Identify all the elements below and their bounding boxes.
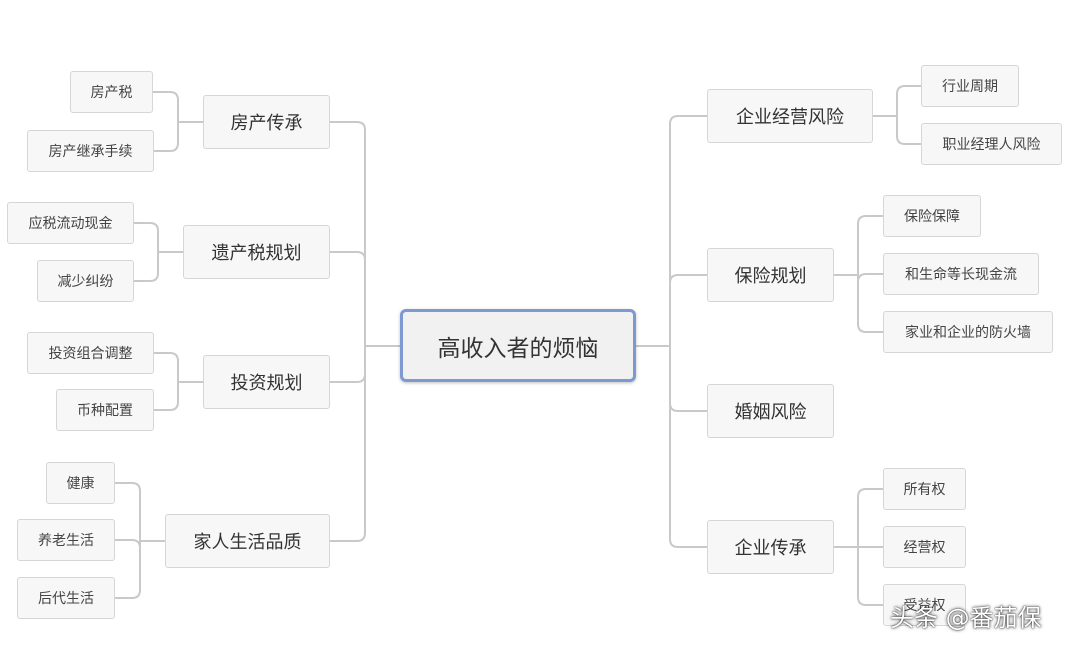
branch-label: 保险规划: [734, 266, 807, 287]
leaf-management-right[interactable]: 经营权: [883, 526, 966, 568]
leaf-label: 房产税: [90, 85, 133, 101]
leaf-ownership[interactable]: 所有权: [883, 468, 966, 510]
leaf-retirement-life[interactable]: 养老生活: [17, 519, 115, 561]
leaf-label: 减少纠纷: [57, 274, 114, 290]
leaf-label: 投资组合调整: [48, 346, 133, 362]
leaf-health[interactable]: 健康: [46, 462, 115, 504]
leaf-label: 受益权: [903, 598, 946, 614]
root-right-link: [669, 115, 707, 346]
root-left-link: [330, 346, 366, 383]
root-topic-label: 高收入者的烦恼: [437, 335, 599, 362]
biz-risk-leaves-link: [896, 116, 921, 145]
branch-business-operation-risk[interactable]: 企业经营风险: [707, 89, 873, 143]
branch-label: 遗产税规划: [211, 243, 302, 264]
invest-leaves-link: [154, 382, 179, 411]
root-left-link: [330, 121, 366, 346]
root-right-link: [669, 274, 707, 346]
branch-business-succession[interactable]: 企业传承: [707, 520, 834, 574]
leaf-label: 健康: [66, 476, 95, 492]
leaf-currency-allocation[interactable]: 币种配置: [56, 389, 154, 431]
root-topic[interactable]: 高收入者的烦恼: [400, 309, 636, 382]
leaf-label: 所有权: [903, 482, 946, 498]
invest-leaves-link: [154, 352, 179, 382]
branch-property-inheritance[interactable]: 房产传承: [203, 95, 330, 149]
estate-leaves-link: [134, 222, 159, 252]
leaf-portfolio-adjustment[interactable]: 投资组合调整: [27, 332, 154, 374]
leaf-descendants-life[interactable]: 后代生活: [17, 577, 115, 619]
leaf-label: 应税流动现金: [28, 216, 113, 232]
estate-leaves-link: [134, 252, 159, 282]
succession-leaves-link: [857, 547, 883, 606]
leaf-taxable-liquid-cash[interactable]: 应税流动现金: [7, 202, 134, 244]
leaf-family-business-firewall[interactable]: 家业和企业的防火墙: [883, 311, 1053, 353]
branch-insurance-planning[interactable]: 保险规划: [707, 248, 834, 302]
leaf-property-inheritance-procedure[interactable]: 房产继承手续: [27, 130, 154, 172]
house-leaves-link: [153, 122, 179, 152]
branch-family-life-quality[interactable]: 家人生活品质: [165, 514, 330, 568]
leaf-label: 经营权: [903, 540, 946, 556]
leaf-lifelong-cash-flow[interactable]: 和生命等长现金流: [883, 253, 1039, 295]
branch-label: 投资规划: [230, 373, 303, 394]
leaf-label: 家业和企业的防火墙: [905, 325, 1031, 341]
branch-label: 家人生活品质: [193, 532, 302, 553]
family-leaves-link: [115, 541, 141, 599]
insurance-leaves-link: [857, 275, 883, 333]
branch-marriage-risk[interactable]: 婚姻风险: [707, 384, 834, 438]
insurance-leaves-link: [857, 273, 883, 283]
branch-label: 企业经营风险: [736, 107, 844, 128]
leaf-label: 和生命等长现金流: [905, 267, 1017, 283]
leaf-label: 职业经理人风险: [942, 137, 1041, 153]
leaf-label: 房产继承手续: [48, 144, 133, 160]
biz-risk-leaves-link: [896, 85, 921, 116]
leaf-label: 养老生活: [38, 533, 94, 549]
root-left-link: [330, 251, 366, 346]
branch-label: 企业传承: [734, 538, 807, 559]
leaf-label: 币种配置: [77, 403, 133, 419]
succession-leaves-link: [857, 488, 883, 547]
root-right-link: [669, 346, 707, 548]
leaf-reduce-disputes[interactable]: 减少纠纷: [37, 260, 134, 302]
house-leaves-link: [153, 91, 179, 122]
leaf-professional-manager-risk[interactable]: 职业经理人风险: [921, 123, 1062, 165]
leaf-property-tax[interactable]: 房产税: [70, 71, 153, 113]
leaf-industry-cycle[interactable]: 行业周期: [921, 65, 1019, 107]
watermark-text: 头条 @番茄保: [890, 604, 1042, 632]
branch-label: 婚姻风险: [734, 402, 807, 423]
leaf-insurance-protection[interactable]: 保险保障: [883, 195, 981, 237]
branch-investment-planning[interactable]: 投资规划: [203, 355, 330, 409]
branch-estate-tax-planning[interactable]: 遗产税规划: [183, 225, 330, 279]
family-leaves-link: [115, 539, 141, 549]
root-left-link: [330, 346, 366, 542]
insurance-leaves-link: [857, 215, 883, 275]
leaf-label: 保险保障: [904, 209, 960, 225]
watermark: 头条 @番茄保: [890, 598, 1042, 633]
leaf-label: 行业周期: [942, 79, 998, 95]
leaf-beneficiary-right[interactable]: 受益权: [883, 584, 966, 626]
root-right-link: [669, 346, 707, 412]
leaf-label: 后代生活: [38, 591, 94, 607]
family-leaves-link: [115, 482, 141, 541]
branch-label: 房产传承: [230, 113, 303, 134]
